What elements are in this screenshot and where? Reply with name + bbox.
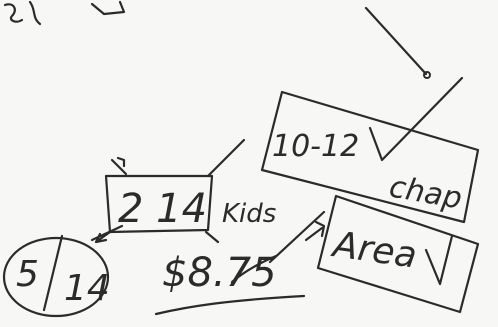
box-number: 2 14 xyxy=(118,186,207,232)
fraction-denominator: 14 xyxy=(64,268,110,309)
middle-box: 2 14 xyxy=(90,138,246,244)
price-note: $8.75 xyxy=(154,250,306,316)
chap-label: chap xyxy=(387,169,465,216)
age-range: 10-12 xyxy=(272,129,359,164)
top-right-stroke xyxy=(364,6,431,79)
age-chap-box: 10-12 chap xyxy=(260,76,480,224)
fraction-circle: 5 14 xyxy=(2,234,110,318)
price-text: $8.75 xyxy=(162,250,277,296)
kids-label: Kids xyxy=(222,199,276,229)
top-left-scribble xyxy=(3,0,126,26)
fraction-numerator: 5 xyxy=(16,254,39,295)
area-label: Area xyxy=(329,224,420,277)
